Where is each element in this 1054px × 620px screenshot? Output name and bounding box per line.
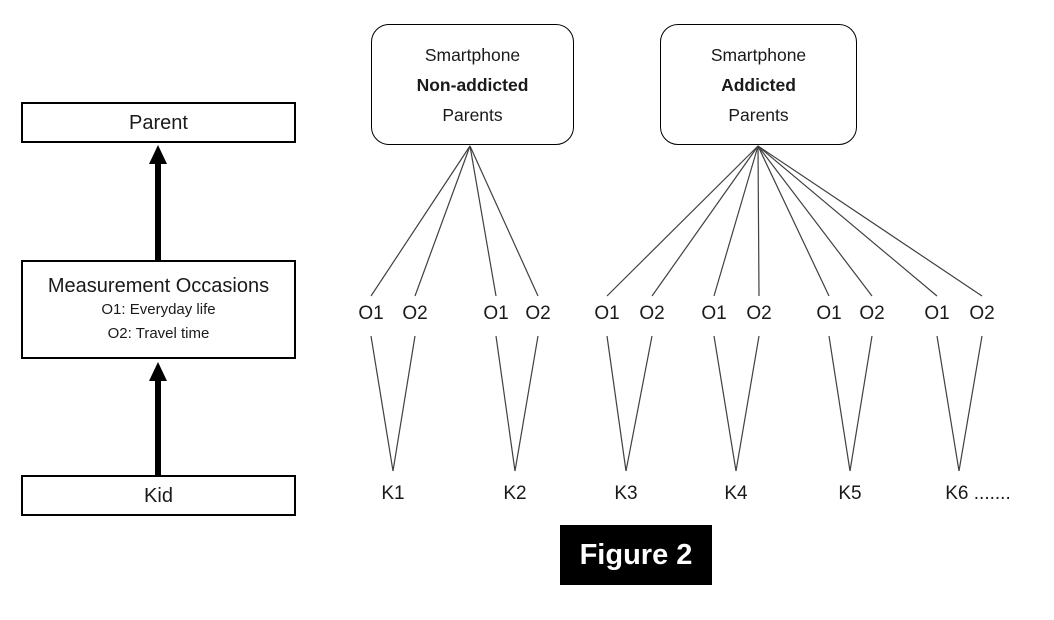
smartphone-non-addicted-parents-box: Smartphone Non-addicted Parents	[371, 24, 574, 145]
o1-label-g3: O1	[594, 303, 620, 325]
kid-label-k4: K4	[724, 483, 748, 505]
non-addicted-line2: Non-addicted	[416, 74, 529, 95]
addicted-line3: Parents	[728, 104, 789, 125]
o2-label-g3: O2	[639, 303, 665, 325]
o2-label-g2: O2	[525, 303, 551, 325]
o2-label-g6: O2	[969, 303, 995, 325]
smartphone-addicted-parents-box: Smartphone Addicted Parents	[660, 24, 857, 145]
v-lines-k5	[828, 335, 873, 472]
non-addicted-line3: Parents	[442, 104, 503, 125]
o1-label-g1: O1	[358, 303, 384, 325]
measurement-occasions-box: Measurement Occasions O1: Everyday life …	[21, 260, 296, 359]
o1-label-g6: O1	[924, 303, 950, 325]
addicted-line1: Smartphone	[710, 44, 807, 65]
parent-box: Parent	[21, 102, 296, 143]
fan-lines-addicted	[606, 145, 983, 297]
v-lines-k6	[936, 335, 983, 472]
parent-box-label: Parent	[129, 111, 188, 134]
fan-lines-non-addicted	[370, 145, 539, 297]
o2-label-g1: O2	[402, 303, 428, 325]
non-addicted-line1: Smartphone	[424, 44, 521, 65]
kid-label-k3: K3	[614, 483, 638, 505]
measurement-occasion2-label: O2: Travel time	[107, 324, 210, 342]
figure-caption-text: Figure 2	[579, 538, 693, 571]
figure-caption: Figure 2	[560, 525, 712, 585]
kid-box: Kid	[21, 475, 296, 516]
kid-label-k1: K1	[381, 483, 405, 505]
o1-label-g2: O1	[483, 303, 509, 325]
kid-label-k6: K6 .......	[945, 483, 1011, 505]
o2-label-g4: O2	[746, 303, 772, 325]
arrow-kid-to-measurement	[149, 362, 167, 475]
v-lines-k4	[713, 335, 760, 472]
measurement-occasion1-label: O1: Everyday life	[101, 300, 216, 318]
v-lines-k3	[606, 335, 653, 472]
kid-box-label: Kid	[144, 484, 173, 507]
v-lines-k1	[370, 335, 416, 472]
kid-label-k2: K2	[503, 483, 527, 505]
o1-label-g5: O1	[816, 303, 842, 325]
kid-label-k5: K5	[838, 483, 862, 505]
o2-label-g5: O2	[859, 303, 885, 325]
o1-label-g4: O1	[701, 303, 727, 325]
arrow-measurement-to-parent	[149, 145, 167, 260]
addicted-line2: Addicted	[721, 74, 796, 95]
v-lines-k2	[495, 335, 539, 472]
measurement-box-title: Measurement Occasions	[47, 274, 270, 297]
